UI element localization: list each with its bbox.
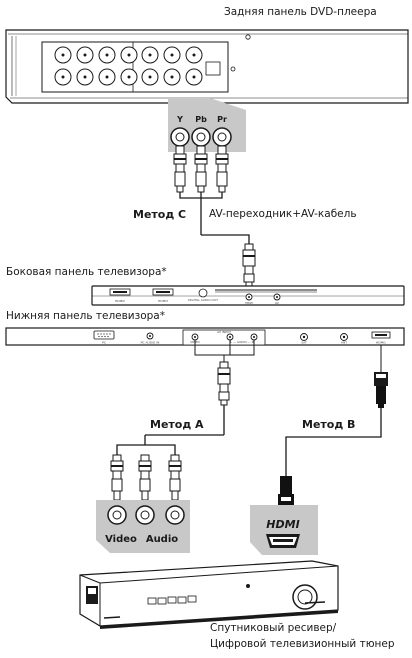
cable-method-b (285, 408, 382, 476)
tv-bottom-panel: PC PC AUDIO IN AV INPUT VIDEO L — AUDIO … (5, 327, 405, 346)
receiver-label-line2: Цифровой телевизионный тюнер (210, 638, 395, 650)
hdmi-plug-tv (374, 345, 388, 408)
port-pc: PC (102, 341, 106, 345)
side-port-digital-audio: DIGITAL AUDIO OUT (188, 298, 218, 302)
dvd-rear-panel (5, 29, 409, 104)
jack-label-y: Y (176, 115, 183, 124)
tv-bottom-panel-label: Нижняя панель телевизора* (6, 310, 165, 322)
port-audio: L — AUDIO — R (230, 340, 253, 344)
av-plugs-method-a (110, 454, 182, 501)
component-plugs (173, 145, 229, 193)
tv-side-panel: HDMI2 HDMI3 DIGITAL AUDIO OUT YPbPr AV (91, 285, 405, 306)
port-av-input: AV INPUT (217, 330, 231, 334)
port-ant: ANT (341, 341, 347, 345)
cable-method-c (179, 192, 250, 244)
jack-label-video: Video (105, 534, 137, 545)
method-c-label: Метод C (133, 208, 187, 221)
cable-method-a (116, 405, 225, 455)
av-adapter-cable-label: AV-переходник+AV-кабель (209, 208, 357, 220)
tv-side-panel-label: Боковая панель телевизора* (6, 266, 167, 278)
side-port-ypbpr: YPbPr (245, 301, 254, 305)
receiver-av-jacks: Video Audio (105, 505, 185, 545)
port-pc-audio: PC AUDIO IN (141, 341, 160, 345)
side-port-hdmi2: HDMI2 (115, 299, 125, 303)
jack-label-pr: Pr (217, 115, 227, 124)
method-a-label: Метод A (150, 418, 204, 431)
av-bracket (194, 340, 255, 362)
receiver-hdmi-highlight (250, 505, 318, 555)
receiver-label-line1: Спутниковый ресивер/ (210, 622, 337, 634)
component-jacks: Y Pb Pr (170, 115, 232, 147)
side-port-hdmi3: HDMI3 (158, 299, 168, 303)
port-sat: SAT (301, 341, 307, 345)
jack-label-audio: Audio (146, 534, 178, 545)
jack-label-pb: Pb (195, 115, 207, 124)
av-input-plug (217, 361, 231, 406)
port-hdmi1: HDMI1 (376, 341, 386, 345)
dvd-rear-panel-label: Задняя панель DVD-плеера (224, 6, 377, 18)
hdmi-plug-receiver (278, 476, 294, 506)
side-port-av: AV (275, 301, 280, 305)
receiver-box (79, 560, 339, 629)
side-av-plug (242, 243, 256, 289)
hdmi-logo: HDMI (266, 518, 299, 531)
method-b-label: Метод B (302, 418, 356, 431)
